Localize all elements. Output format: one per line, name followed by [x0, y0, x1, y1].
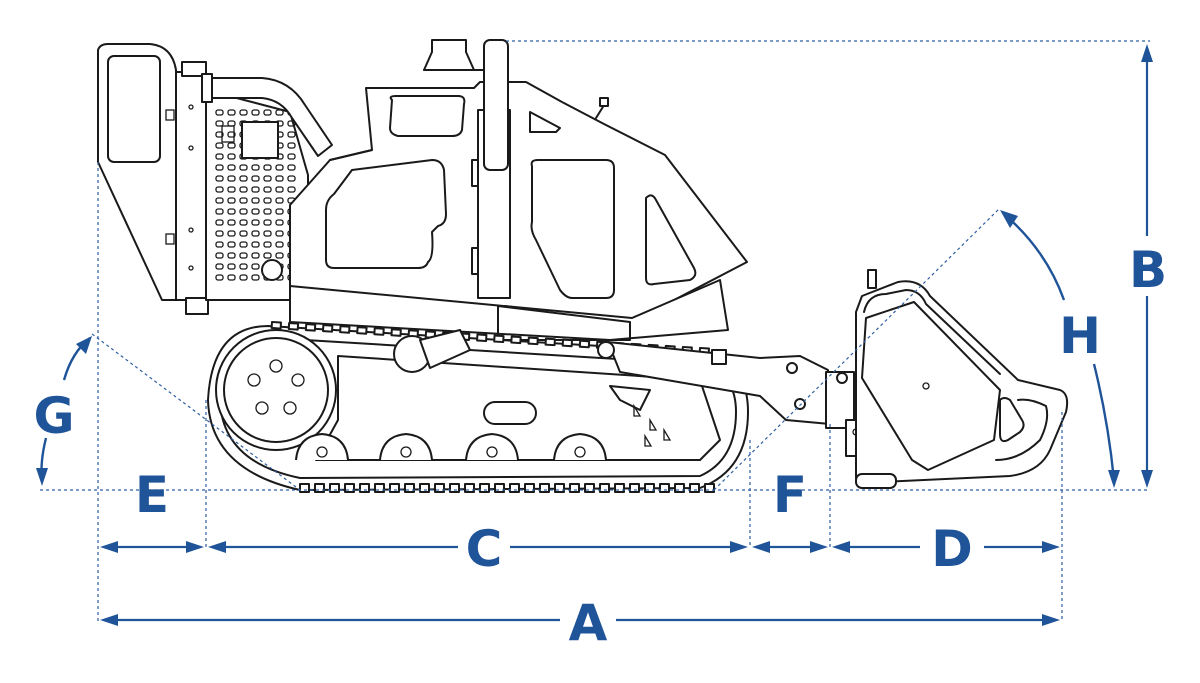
label-b: B — [1129, 241, 1167, 299]
label-g: G — [33, 387, 74, 445]
exhaust-stack — [423, 39, 509, 171]
machine-outline — [97, 39, 1069, 493]
label-f: F — [773, 466, 807, 524]
label-a: A — [569, 594, 608, 652]
label-h: H — [1059, 307, 1101, 365]
label-e: E — [135, 466, 169, 524]
track — [207, 321, 749, 493]
engine-block — [201, 73, 333, 301]
label-d: D — [931, 520, 973, 578]
front-blade — [597, 269, 1069, 489]
label-c: C — [466, 520, 503, 578]
rear-guard — [97, 43, 209, 315]
dimension-letters: E C F D A B G H — [33, 241, 1167, 652]
extension-lines — [40, 40, 1150, 622]
cab — [289, 81, 748, 341]
dimension-lines — [36, 44, 1153, 626]
